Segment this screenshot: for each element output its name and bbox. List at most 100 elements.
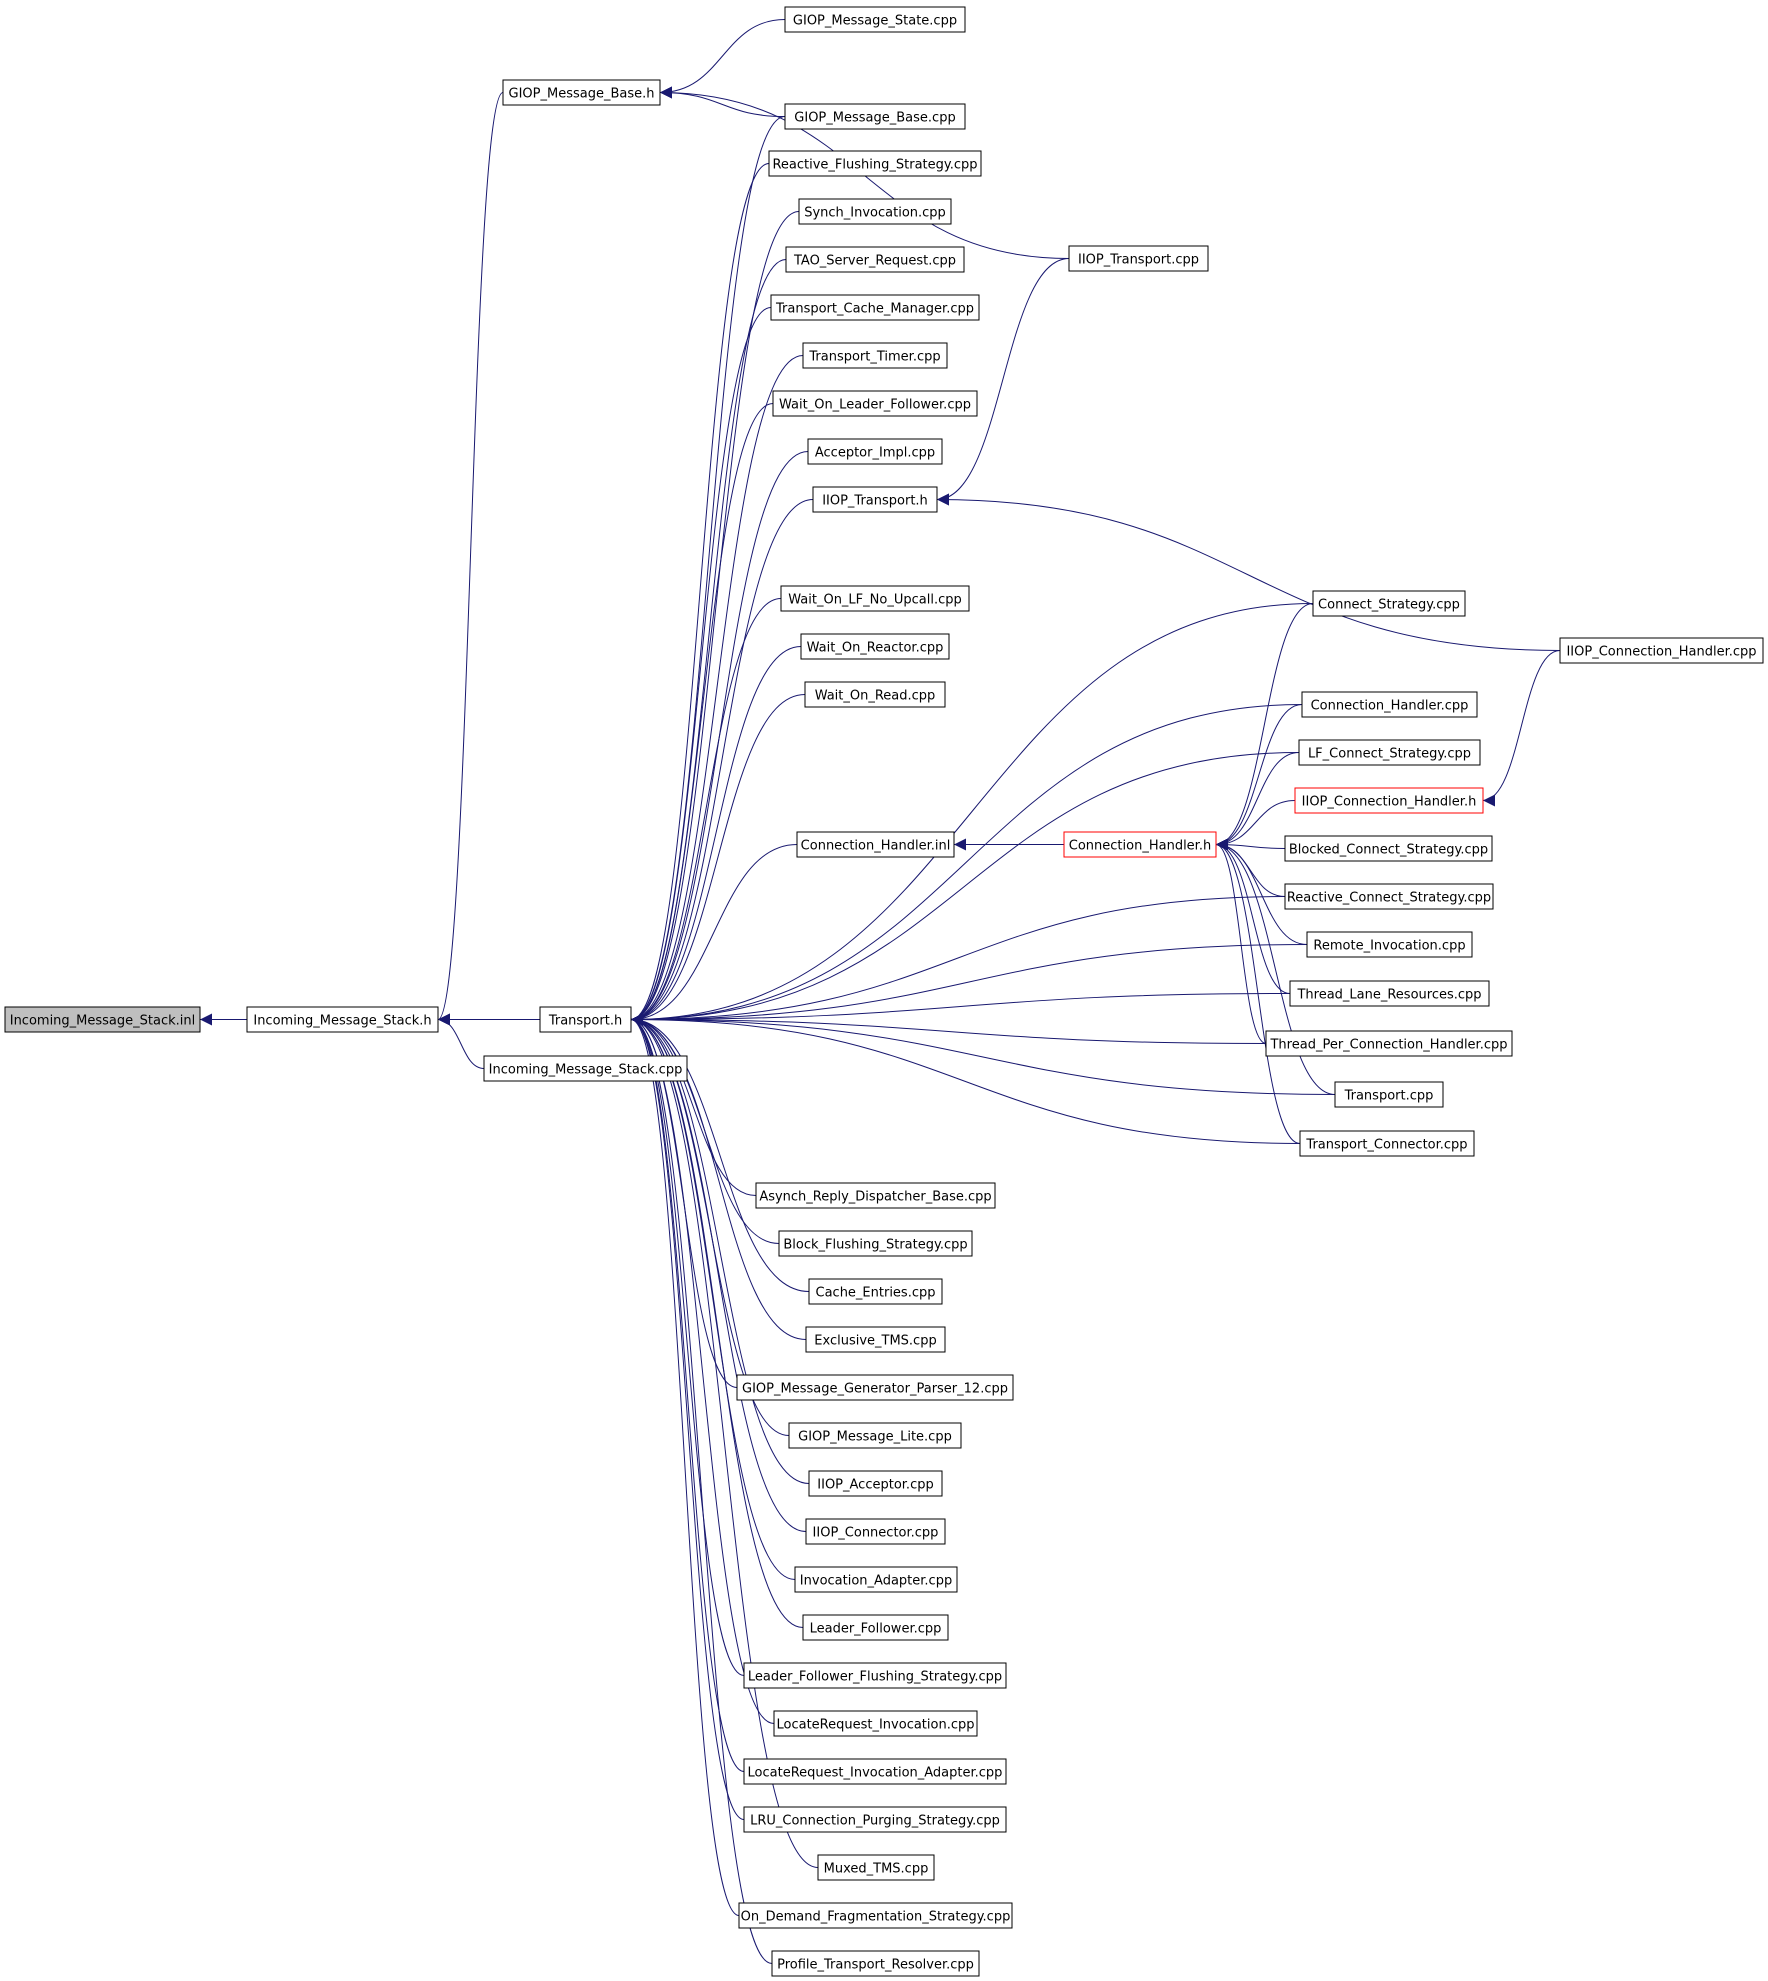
node-ia-cpp[interactable]: Invocation_Adapter.cpp <box>794 1566 958 1593</box>
node-transport-cpp[interactable]: Transport.cpp <box>1334 1081 1444 1108</box>
node-lri-cpp[interactable]: LocateRequest_Invocation.cpp <box>773 1710 978 1737</box>
node-ims-h[interactable]: Incoming_Message_Stack.h <box>246 1006 439 1033</box>
node-label: Reactive_Flushing_Strategy.cpp <box>772 158 977 173</box>
node-iiop-acc-cpp[interactable]: IIOP_Acceptor.cpp <box>808 1470 943 1497</box>
node-transport-h[interactable]: Transport.h <box>539 1006 632 1033</box>
node-label: IIOP_Connector.cpp <box>813 1526 939 1541</box>
node-box <box>743 1662 1007 1689</box>
node-root[interactable]: Incoming_Message_Stack.inl <box>4 1006 201 1033</box>
node-box <box>1289 980 1490 1007</box>
node-lf-cpp[interactable]: Leader_Follower.cpp <box>802 1614 949 1641</box>
node-ptr-cpp[interactable]: Profile_Transport_Resolver.cpp <box>771 1950 980 1977</box>
node-label: Incoming_Message_Stack.h <box>253 1014 431 1029</box>
node-box <box>1301 691 1478 718</box>
node-iiop-ch-h[interactable]: IIOP_Connection_Handler.h <box>1294 787 1484 814</box>
edge-wolfnu_cpp-to-transport_h <box>630 598 782 1026</box>
node-label: Reactive_Connect_Strategy.cpp <box>1287 891 1491 906</box>
node-label: Blocked_Connect_Strategy.cpp <box>1289 843 1488 858</box>
node-bcs-cpp[interactable]: Blocked_Connect_Strategy.cpp <box>1284 835 1493 862</box>
node-lffs-cpp[interactable]: Leader_Follower_Flushing_Strategy.cpp <box>743 1662 1007 1689</box>
node-box <box>743 1758 1007 1785</box>
node-box <box>738 1902 1013 1929</box>
node-label: Transport_Connector.cpp <box>1305 1138 1467 1153</box>
node-lria-cpp[interactable]: LocateRequest_Invocation_Adapter.cpp <box>743 1758 1007 1785</box>
node-bfs-cpp[interactable]: Block_Flushing_Strategy.cpp <box>778 1230 973 1257</box>
node-rcs-cpp[interactable]: Reactive_Connect_Strategy.cpp <box>1284 883 1494 910</box>
node-label: LocateRequest_Invocation_Adapter.cpp <box>748 1766 1003 1781</box>
node-iiop-ch-cpp[interactable]: IIOP_Connection_Handler.cpp <box>1559 637 1764 664</box>
node-lru-cpp[interactable]: LRU_Connection_Purging_Strategy.cpp <box>743 1806 1007 1833</box>
node-label: IIOP_Transport.h <box>822 494 928 509</box>
node-box <box>808 1470 943 1497</box>
edge-tpch_cpp-to-transport_h <box>630 1013 1267 1044</box>
node-ch-cpp[interactable]: Connection_Handler.cpp <box>1301 691 1478 718</box>
node-label: Thread_Lane_Resources.cpp <box>1296 988 1481 1003</box>
node-tpch-cpp[interactable]: Thread_Per_Connection_Handler.cpp <box>1265 1030 1513 1057</box>
node-gml-cpp[interactable]: GIOP_Message_Lite.cpp <box>788 1422 962 1449</box>
node-label: IIOP_Connection_Handler.h <box>1302 795 1477 810</box>
edge-wolf_cpp-to-transport_h <box>630 403 774 1026</box>
node-wolf-cpp[interactable]: Wait_On_Leader_Follower.cpp <box>772 390 978 417</box>
edge-ardb_cpp-to-transport_h <box>630 1013 757 1196</box>
node-box <box>483 1055 688 1082</box>
node-box <box>798 198 952 225</box>
node-box <box>804 681 946 708</box>
node-box <box>784 6 966 33</box>
edge-wor_cpp-to-transport_h <box>630 646 802 1026</box>
node-etms-cpp[interactable]: Exclusive_TMS.cpp <box>805 1326 946 1353</box>
node-gmb-cpp[interactable]: GIOP_Message_Base.cpp <box>784 103 966 130</box>
node-label: Wait_On_LF_No_Upcall.cpp <box>788 593 961 608</box>
node-mtms-cpp[interactable]: Muxed_TMS.cpp <box>817 1854 935 1881</box>
edge-worr_cpp-to-transport_h <box>630 694 806 1026</box>
node-label: GIOP_Message_Generator_Parser_12.cpp <box>742 1382 1008 1397</box>
node-ch-inl[interactable]: Connection_Handler.inl <box>796 831 955 858</box>
node-label: Remote_Invocation.cpp <box>1313 939 1465 954</box>
edge-ce_cpp-to-transport_h <box>630 1013 810 1292</box>
edge-iiop_acc_cpp-to-transport_h <box>630 1013 810 1484</box>
node-tcm-cpp[interactable]: Transport_Cache_Manager.cpp <box>770 294 980 321</box>
node-ch-h[interactable]: Connection_Handler.h <box>1063 831 1217 858</box>
node-ai-cpp[interactable]: Acceptor_Impl.cpp <box>807 438 943 465</box>
node-box <box>773 1710 978 1737</box>
node-label: Transport_Timer.cpp <box>808 350 940 365</box>
node-box <box>788 1422 962 1449</box>
node-label: Wait_On_Reactor.cpp <box>807 641 944 656</box>
edge-tlr_cpp-to-ch_h <box>1215 838 1291 994</box>
node-label: Leader_Follower_Flushing_Strategy.cpp <box>748 1670 1002 1685</box>
node-iiop-con-cpp[interactable]: IIOP_Connector.cpp <box>805 1518 946 1545</box>
node-odfs-cpp[interactable]: On_Demand_Fragmentation_Strategy.cpp <box>738 1902 1013 1929</box>
node-ardb-cpp[interactable]: Asynch_Reply_Dispatcher_Base.cpp <box>755 1182 996 1209</box>
node-gms-cpp[interactable]: GIOP_Message_State.cpp <box>784 6 966 33</box>
node-lfcs-cpp[interactable]: LF_Connect_Strategy.cpp <box>1298 739 1481 766</box>
node-box <box>807 438 943 465</box>
node-iiop-transport-cpp[interactable]: IIOP_Transport.cpp <box>1068 245 1209 272</box>
node-wor-cpp[interactable]: Wait_On_Reactor.cpp <box>800 633 950 660</box>
edge-tsr_cpp-to-transport_h <box>630 259 787 1026</box>
node-wolfnu-cpp[interactable]: Wait_On_LF_No_Upcall.cpp <box>780 585 970 612</box>
node-label: Exclusive_TMS.cpp <box>814 1334 936 1349</box>
edge-cs_cpp-to-transport_h <box>630 603 1314 1026</box>
node-gmb-h[interactable]: GIOP_Message_Base.h <box>502 79 661 106</box>
node-si-cpp[interactable]: Synch_Invocation.cpp <box>798 198 952 225</box>
node-tt-cpp[interactable]: Transport_Timer.cpp <box>802 342 948 369</box>
node-label: IIOP_Acceptor.cpp <box>817 1478 933 1493</box>
node-gmgp12-cpp[interactable]: GIOP_Message_Generator_Parser_12.cpp <box>736 1374 1014 1401</box>
node-tsr-cpp[interactable]: TAO_Server_Request.cpp <box>785 246 965 273</box>
node-cs-cpp[interactable]: Connect_Strategy.cpp <box>1312 590 1466 617</box>
node-rfs-cpp[interactable]: Reactive_Flushing_Strategy.cpp <box>768 150 982 177</box>
edge-transport_cpp-to-ch_h <box>1215 838 1336 1095</box>
node-ce-cpp[interactable]: Cache_Entries.cpp <box>808 1278 943 1305</box>
node-box <box>1298 739 1481 766</box>
node-label: Cache_Entries.cpp <box>816 1286 936 1301</box>
node-ims-cpp[interactable]: Incoming_Message_Stack.cpp <box>483 1055 688 1082</box>
edge-iiop_transport_cpp-to-iiop_transport_h <box>936 258 1070 506</box>
node-worr-cpp[interactable]: Wait_On_Read.cpp <box>804 681 946 708</box>
node-iiop-transport-h[interactable]: IIOP_Transport.h <box>812 486 938 513</box>
node-box <box>802 1614 949 1641</box>
node-tlr-cpp[interactable]: Thread_Lane_Resources.cpp <box>1289 980 1490 1007</box>
node-ri-cpp[interactable]: Remote_Invocation.cpp <box>1306 931 1473 958</box>
edge-tlr_cpp-to-transport_h <box>630 993 1291 1026</box>
edge-ims_cpp-to-ims_h <box>437 1013 485 1069</box>
node-box <box>780 585 970 612</box>
node-tc-cpp[interactable]: Transport_Connector.cpp <box>1299 1130 1475 1157</box>
